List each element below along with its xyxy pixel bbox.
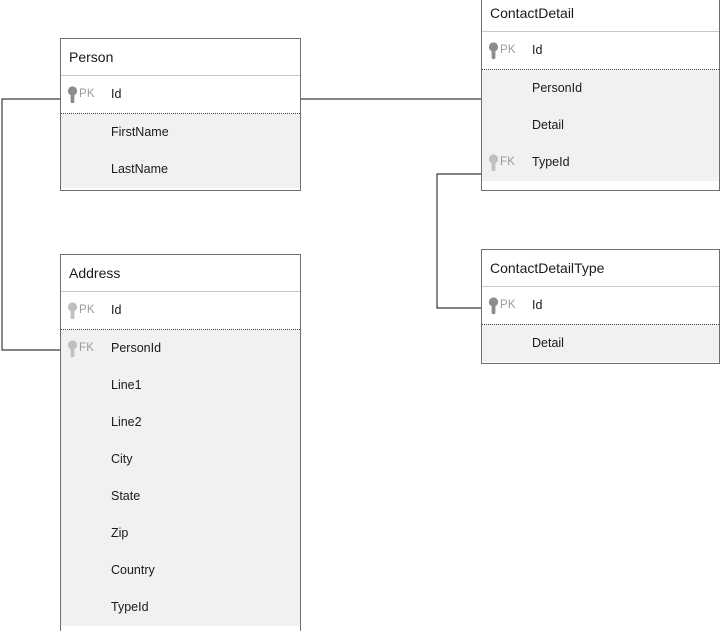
field-row: Line1 [61, 367, 300, 404]
field-name: Id [111, 87, 122, 101]
field-row: PK Id [482, 287, 719, 324]
key-tag-pk: PK [500, 299, 516, 311]
key-icon [67, 85, 78, 103]
field-row: FK TypeId [482, 144, 719, 181]
connector-person-to-address [1, 98, 60, 351]
key-icon [488, 296, 499, 314]
fields-section: Detail [482, 325, 719, 362]
field-row: FK PersonId [61, 330, 300, 367]
field-row: FirstName [61, 114, 300, 151]
key-tag-pk: PK [79, 304, 95, 316]
field-name: Id [111, 303, 122, 317]
field-name: TypeId [111, 600, 149, 614]
key-tag-fk: FK [79, 342, 95, 354]
field-name: Line1 [111, 378, 142, 392]
field-name: FirstName [111, 125, 169, 139]
key-tag-fk: FK [500, 156, 516, 168]
key-icon [67, 301, 78, 319]
entity-title: ContactDetail [482, 0, 719, 32]
field-row: Line2 [61, 404, 300, 441]
field-name: PersonId [111, 341, 162, 355]
field-row: TypeId [61, 589, 300, 626]
field-row: Detail [482, 107, 719, 144]
field-row: State [61, 478, 300, 515]
field-name: Id [532, 43, 543, 57]
field-name: LastName [111, 162, 168, 176]
primary-key-section: PK Id [482, 287, 719, 325]
field-row: PK Id [482, 32, 719, 69]
field-name: Line2 [111, 415, 142, 429]
field-row: City [61, 441, 300, 478]
primary-key-section: PK Id [61, 76, 300, 114]
field-row: PK Id [61, 76, 300, 113]
field-name: Zip [111, 526, 129, 540]
connector-contactdetail-to-contactdetailtype [436, 173, 481, 309]
field-row: PersonId [482, 70, 719, 107]
primary-key-section: PK Id [482, 32, 719, 70]
key-tag-pk: PK [500, 44, 516, 56]
field-row: LastName [61, 151, 300, 188]
field-name: Country [111, 563, 155, 577]
primary-key-section: PK Id [61, 292, 300, 330]
entity-title: ContactDetailType [482, 250, 719, 287]
field-name: TypeId [532, 155, 570, 169]
entity-title: Address [61, 255, 300, 292]
field-row: Detail [482, 325, 719, 362]
field-name: City [111, 452, 133, 466]
entity-title: Person [61, 39, 300, 76]
field-name: Detail [532, 118, 564, 132]
key-icon [488, 153, 499, 171]
field-name: Detail [532, 336, 564, 350]
field-name: State [111, 489, 141, 503]
field-row: PK Id [61, 292, 300, 329]
key-icon [67, 339, 78, 357]
key-icon [488, 41, 499, 59]
field-row: Zip [61, 515, 300, 552]
field-row: Country [61, 552, 300, 589]
field-name: Id [532, 298, 543, 312]
key-tag-pk: PK [79, 88, 95, 100]
field-name: PersonId [532, 81, 583, 95]
